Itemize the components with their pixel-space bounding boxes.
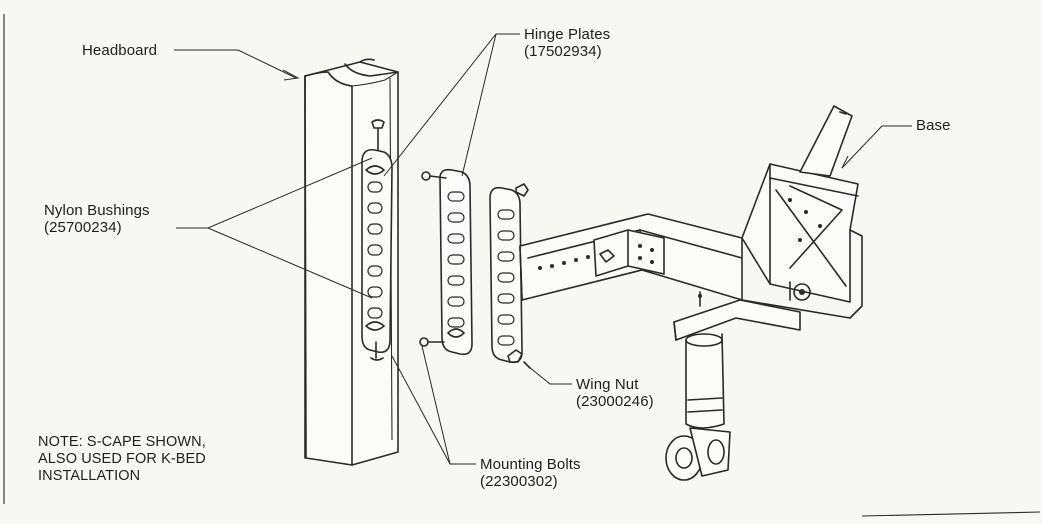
mounting-bolts-part-number: (22300302)	[480, 473, 558, 490]
base-frame	[519, 105, 863, 341]
base-label: Base	[916, 117, 951, 134]
bushing-upper	[365, 165, 385, 175]
plate-slot-3	[367, 223, 383, 235]
scan-edge-bottom	[861, 511, 1041, 517]
headboard-mounted-plate	[361, 148, 393, 354]
note-line-1: NOTE: S-CAPE SHOWN,	[38, 434, 206, 450]
plate-slot-4	[367, 244, 383, 256]
plate-slot-2	[367, 202, 383, 214]
hinge-plate-rear	[489, 186, 523, 364]
plate-slot-7	[367, 307, 383, 319]
mounting-bolts	[419, 171, 447, 347]
nylon-bushings-label: Nylon Bushings	[44, 202, 150, 219]
plate-slot-6	[367, 286, 383, 298]
hinge-plates-label: Hinge Plates	[524, 26, 611, 43]
note-line-2: ALSO USED FOR K-BED	[38, 451, 206, 467]
plate-slot-5	[367, 265, 383, 277]
note-line-3: INSTALLATION	[38, 468, 141, 484]
hinge-plates-part-number: (17502934)	[524, 43, 602, 60]
caster-wheel	[665, 333, 731, 481]
bushing-lower	[365, 321, 385, 331]
plate-slot-1	[367, 181, 383, 193]
mounting-bolts-label: Mounting Bolts	[480, 456, 581, 473]
leader-lines	[174, 33, 912, 465]
nylon-bushings-part-number: (25700234)	[44, 219, 122, 236]
headboard-label: Headboard	[82, 42, 158, 59]
wing-nut-part-number: (23000246)	[576, 393, 654, 410]
hinge-plate-front	[439, 168, 473, 356]
pins	[370, 119, 385, 361]
wing-nut-label: Wing Nut	[576, 376, 639, 393]
